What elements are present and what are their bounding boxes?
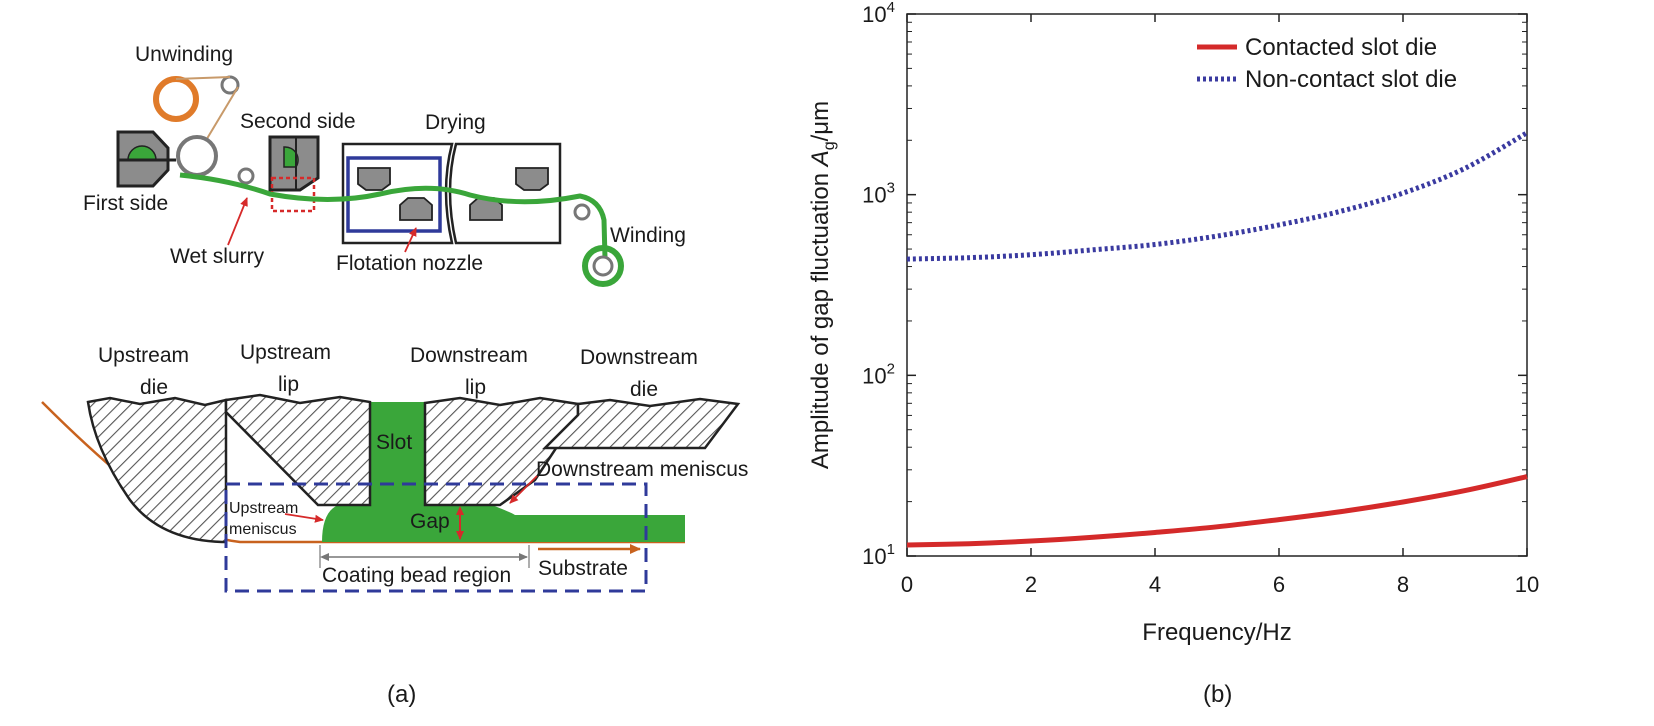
x-tick-label: 10 (1515, 572, 1539, 597)
process-schematic: Unwinding Second side Drying First side … (83, 43, 686, 287)
y-axis-label-sub: g (821, 141, 838, 150)
nozzle-1 (357, 167, 391, 191)
large-roller (176, 135, 218, 177)
y-tick-base: 10 (862, 363, 886, 388)
y-axis-label-symbol: A (807, 150, 834, 168)
label-flotation-nozzle: Flotation nozzle (336, 252, 483, 275)
upstream-lip (224, 393, 372, 507)
x-tick-label: 0 (901, 572, 913, 597)
label-drying: Drying (425, 111, 486, 134)
winding-roll (582, 245, 624, 287)
coating-bead (322, 402, 685, 542)
guide-roller-right (573, 203, 591, 221)
label-gap: Gap (410, 510, 450, 533)
unwinding-roll (153, 76, 199, 122)
x-axis-label: Frequency/Hz (1142, 619, 1291, 646)
y-axis-label-main: Amplitude of gap fluctuation (807, 166, 834, 469)
caption-b: (b) (1203, 681, 1232, 708)
y-tick-label: 104 (862, 0, 895, 27)
nozzle-4 (515, 167, 549, 191)
legend-label-contacted: Contacted slot die (1245, 34, 1437, 61)
slot-die-schematic: Upstream die Upstream lip Downstream lip… (41, 341, 748, 593)
y-tick-base: 10 (862, 544, 886, 569)
label-downstream-meniscus: Downstream meniscus (536, 458, 748, 481)
upstream-die (86, 396, 228, 544)
label-upstream-meniscus-2: meniscus (229, 521, 297, 538)
y-tick-exponent: 2 (887, 360, 895, 377)
wet-slurry-arrow (227, 197, 248, 246)
legend: Contacted slot die Non-contact slot die (1197, 34, 1457, 93)
label-winding: Winding (610, 224, 686, 247)
bead-region-frame (224, 482, 648, 593)
y-axis-label-unit: /μm (807, 101, 834, 142)
x-tick-label: 4 (1149, 572, 1161, 597)
web-path (175, 76, 239, 143)
y-tick-base: 10 (862, 183, 886, 208)
downstream-lip (423, 396, 580, 507)
label-downstream-lip-1: Downstream (410, 344, 528, 367)
legend-label-noncontact: Non-contact slot die (1245, 66, 1457, 93)
label-upstream-die-2: die (140, 376, 168, 399)
plot-frame (906, 13, 1528, 557)
caption-a: (a) (387, 681, 416, 708)
label-slot: Slot (376, 431, 412, 454)
label-downstream-lip-2: lip (465, 376, 486, 399)
flotation-zone-box (346, 156, 442, 233)
label-upstream-meniscus-1: Upstream (229, 500, 298, 517)
flotation-nozzle-arrow (404, 227, 417, 253)
label-substrate: Substrate (538, 557, 628, 580)
y-tick-label: 101 (862, 541, 895, 569)
label-downstream-die-2: die (630, 378, 658, 401)
label-downstream-die-1: Downstream (580, 346, 698, 369)
label-coating-bead-region: Coating bead region (322, 564, 511, 587)
upstream-meniscus-arrow (284, 513, 324, 523)
label-upstream-die-1: Upstream (98, 344, 189, 367)
x-tick-label: 8 (1397, 572, 1409, 597)
small-roller (237, 167, 255, 185)
x-tick-label: 6 (1273, 572, 1285, 597)
label-first-side: First side (83, 192, 168, 215)
series-line-contacted (906, 474, 1528, 548)
downstream-die (541, 397, 741, 450)
y-axis-label: Amplitude of gap fluctuation Ag/μm (807, 101, 838, 469)
slurry-web (179, 172, 608, 272)
series-line-noncontact (906, 130, 1529, 262)
y-tick-exponent: 3 (887, 180, 895, 197)
y-tick-label: 102 (862, 360, 895, 388)
label-unwinding: Unwinding (135, 43, 233, 66)
label-upstream-lip-1: Upstream (240, 341, 331, 364)
label-second-side: Second side (240, 110, 356, 133)
y-tick-exponent: 4 (887, 0, 895, 16)
nozzle-2 (399, 197, 433, 221)
downstream-meniscus-arrow (509, 475, 538, 504)
chart-series (906, 130, 1529, 548)
y-tick-base: 10 (862, 2, 886, 27)
label-upstream-lip-2: lip (278, 373, 299, 396)
y-tick-label: 103 (862, 180, 895, 208)
y-tick-exponent: 1 (887, 541, 895, 558)
x-tick-label: 2 (1025, 572, 1037, 597)
label-wet-slurry: Wet slurry (170, 245, 265, 268)
